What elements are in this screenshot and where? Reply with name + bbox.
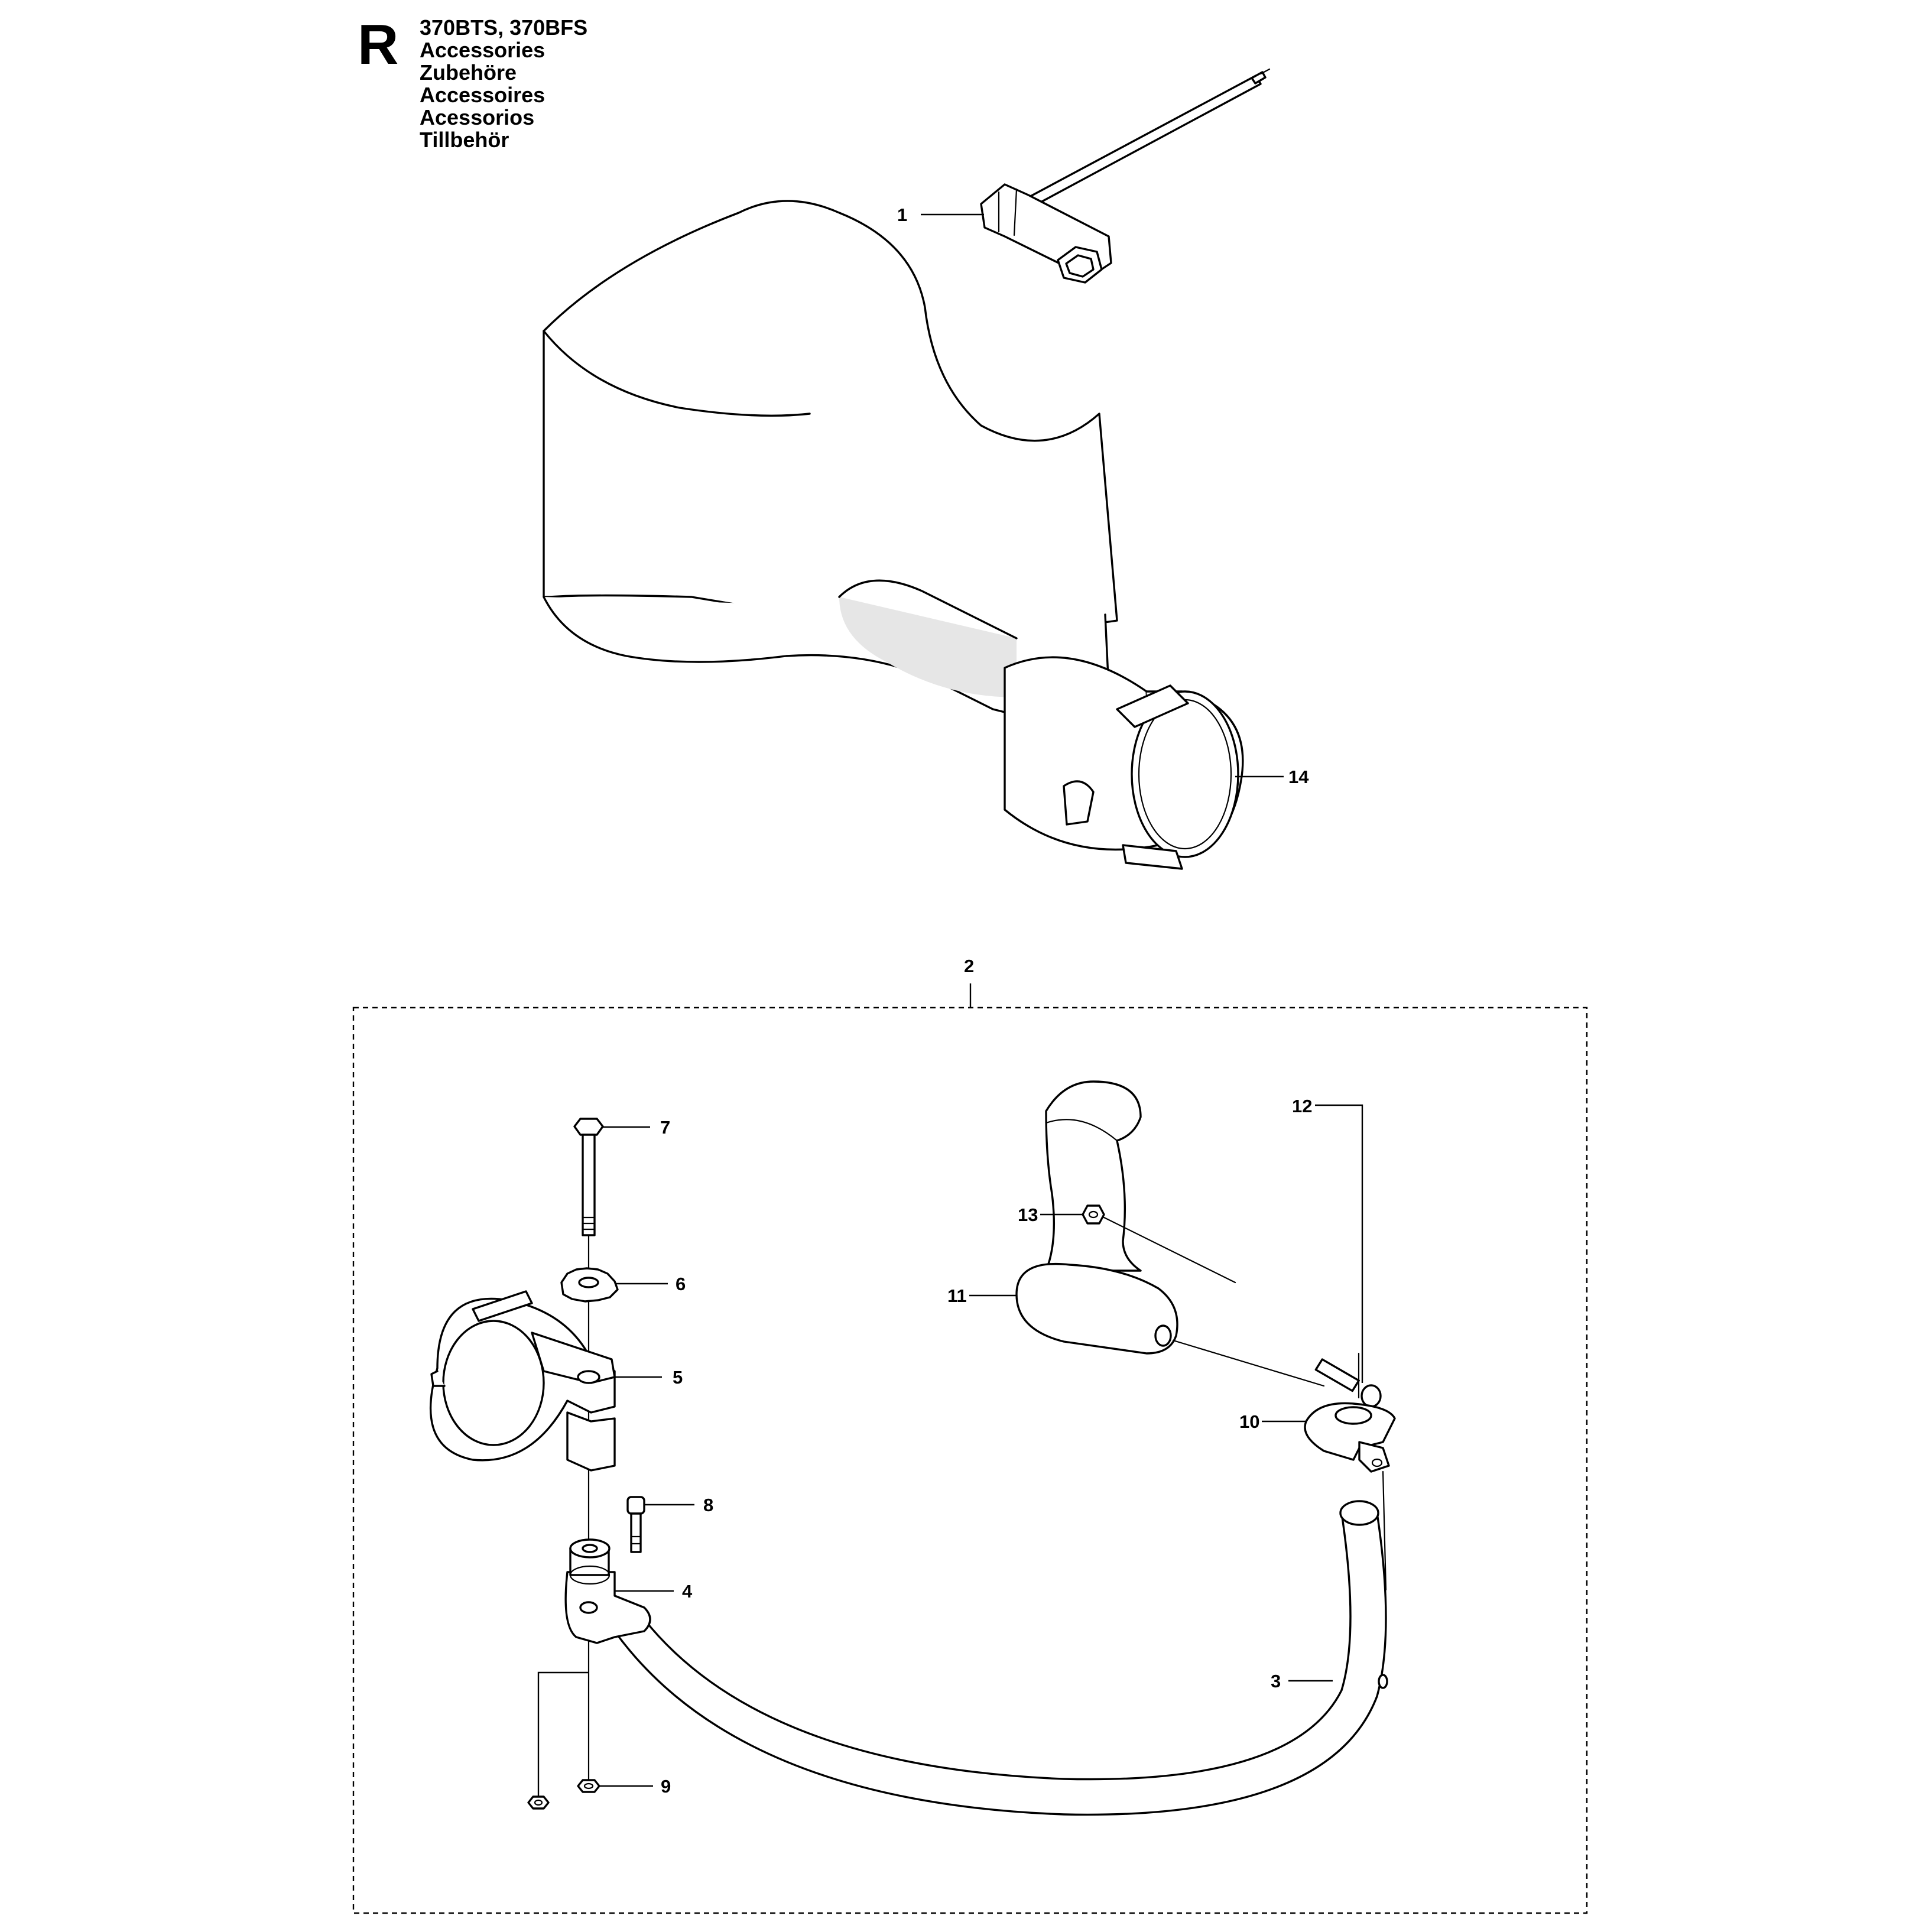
callout-5: 5 (673, 1367, 683, 1388)
bolt (573, 1118, 604, 1236)
callout-2: 2 (964, 956, 974, 976)
handle-nut (1082, 1204, 1105, 1225)
loop-handle-tube (613, 1500, 1388, 1816)
nut-axis (1103, 1216, 1236, 1284)
callout-3: 3 (1271, 1671, 1281, 1691)
callout-7: 7 (660, 1117, 670, 1138)
title-en: Accessories (420, 38, 545, 62)
callout-12: 12 (1292, 1096, 1312, 1116)
callout-14: 14 (1288, 767, 1309, 787)
clamp (429, 1290, 616, 1472)
title-fr: Accessoires (420, 83, 545, 107)
header-text: 370BTS, 370BFS Accessories Zubehöre Acce… (420, 17, 587, 151)
title-pt: Acessorios (420, 105, 535, 129)
title-sv: Tillbehör (420, 128, 509, 152)
title-de: Zubehöre (420, 60, 517, 85)
nut-center (577, 1779, 600, 1793)
handle-bracket (564, 1538, 651, 1644)
callout-9: 9 (661, 1776, 671, 1797)
callout-11: 11 (947, 1285, 967, 1306)
screw (626, 1496, 645, 1553)
serrated-washer (560, 1267, 619, 1303)
nut-left (527, 1795, 550, 1810)
callout-6: 6 (676, 1274, 686, 1294)
model-list: 370BTS, 370BFS (420, 15, 588, 40)
screw-axis (1172, 1339, 1325, 1387)
leader-line-12 (1315, 1104, 1363, 1383)
callout-10: 10 (1239, 1411, 1259, 1432)
leader-line-9b (537, 1671, 589, 1797)
callout-4: 4 (682, 1581, 693, 1602)
callout-1: 1 (897, 204, 907, 225)
handle-bracket-mount (1304, 1402, 1396, 1591)
flat-nozzle (543, 200, 1244, 870)
long-screw (1314, 1358, 1382, 1408)
spark-plug-wrench (980, 68, 1271, 284)
callout-13: 13 (1018, 1204, 1038, 1225)
callout-8: 8 (703, 1495, 713, 1515)
section-letter: R (358, 13, 399, 76)
